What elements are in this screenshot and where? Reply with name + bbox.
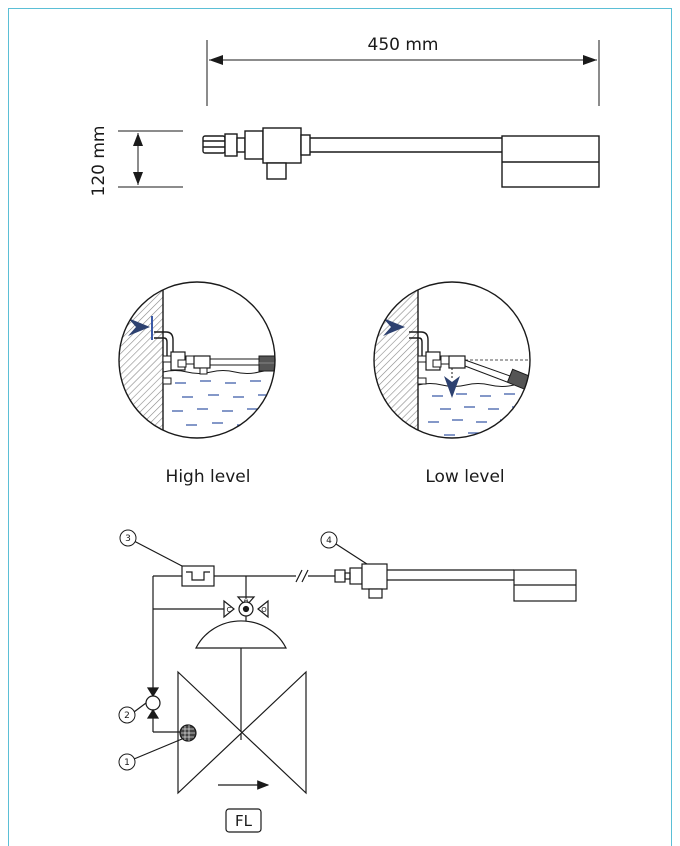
height-label: 120 mm (89, 126, 109, 197)
dimension-height: 120 mm (89, 126, 183, 197)
flow-label: FL (235, 812, 253, 830)
callout-2: 2 (118, 706, 136, 724)
dimension-length: 450 mm (206, 35, 600, 106)
callout-3: 3 (119, 529, 137, 547)
low-level-caption: Low level (425, 467, 504, 487)
callout-4: 4 (320, 531, 338, 549)
control-schematic (133, 540, 577, 833)
svg-text:1: 1 (124, 758, 130, 768)
high-level-panel: High level (118, 281, 276, 487)
high-level-caption: High level (166, 467, 251, 487)
svg-text:4: 4 (326, 536, 332, 546)
svg-text:3: 3 (125, 534, 131, 544)
callout-1: 1 (118, 753, 136, 771)
port-c-label: C (227, 606, 232, 614)
svg-text:2: 2 (124, 711, 130, 721)
port-a-label: A (244, 596, 249, 604)
port-o-label: O (261, 606, 267, 614)
low-level-panel: Low level (373, 281, 531, 487)
float-switch-drawing (202, 127, 600, 188)
length-label: 450 mm (368, 35, 439, 55)
